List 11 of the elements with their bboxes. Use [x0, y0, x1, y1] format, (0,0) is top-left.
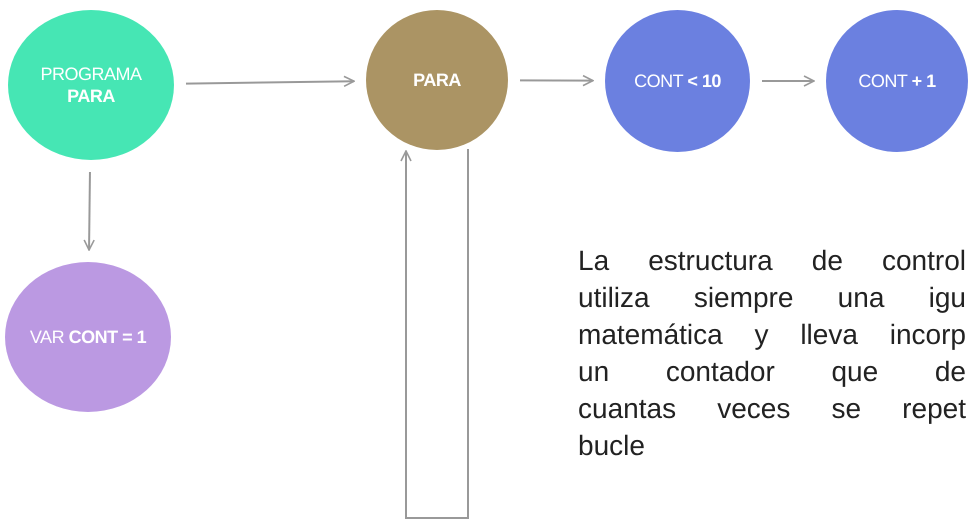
node-label: CONT + 1: [858, 70, 936, 92]
node-label: PROGRAMA PARA: [39, 62, 143, 108]
node-label: PARA: [413, 68, 461, 92]
node-label: CONT < 10: [634, 70, 721, 92]
arrow: [83, 172, 95, 251]
node-label: VAR CONT = 1: [30, 326, 146, 348]
arrow: [520, 74, 594, 86]
arrow: [186, 76, 355, 88]
arrow: [762, 75, 815, 87]
description-text: La estructura de control utiliza siempre una igu matemática y lleva incorp un contador que de cuantas veces se repet bucle: [578, 244, 966, 463]
arrow: [400, 148, 469, 519]
